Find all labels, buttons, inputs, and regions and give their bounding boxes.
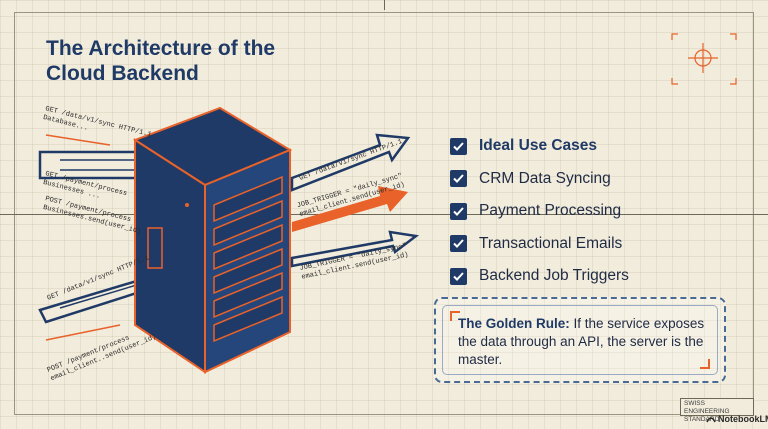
check-icon [450,202,467,220]
orange-guide-bottom [45,324,121,341]
orange-guide-top [45,134,111,146]
page-title: The Architecture of the Cloud Backend [46,36,346,86]
title-line-2: Cloud Backend [46,62,199,85]
check-label: CRM Data Syncing [479,169,611,187]
check-item-backend-job-triggers: Backend Job Triggers [450,260,629,293]
check-label: Payment Processing [479,202,622,220]
golden-rule-box: The Golden Rule: If the service exposes … [434,297,726,383]
brand-name: NotebookLM [718,414,768,424]
stamp-line-2: STANDARD [684,416,720,423]
server-icon [132,106,293,374]
check-icon [450,235,467,253]
center-tick-top [384,0,385,10]
check-label: Backend Job Triggers [479,267,629,285]
check-label: Ideal Use Cases [479,137,598,155]
code-line: email_client..send(user_id) [49,333,157,383]
engineering-stamp: SWISS ENGINEERING STANDARD [680,398,754,423]
check-item-transactional-emails: Transactional Emails [450,228,629,261]
outgoing-arrow-bottom [290,230,420,268]
check-label: Transactional Emails [479,234,623,252]
corner-bracket-icon [700,359,710,369]
crosshair-icon [688,43,718,73]
check-item-crm-data-syncing: CRM Data Syncing [450,163,629,196]
notebooklm-icon [706,417,716,423]
title-line-1: The Architecture of the [46,37,276,60]
check-icon [450,170,467,188]
corner-bracket-icon [450,311,460,321]
use-case-checklist: Ideal Use Cases CRM Data Syncing Payment… [450,130,629,293]
check-item-ideal-use-cases: Ideal Use Cases [450,130,629,163]
check-item-payment-processing: Payment Processing [450,195,629,228]
corner-marks [671,33,737,85]
golden-rule-body: If the service exposes the data through … [458,316,705,367]
blueprint-frame [14,12,754,415]
check-icon [450,267,467,285]
outgoing-arrow-top [290,133,411,192]
golden-rule-text: The Golden Rule: If the service exposes … [458,315,716,369]
golden-rule-heading: The Golden Rule: [458,316,570,331]
brand-watermark: NotebookLM [706,414,768,424]
check-icon [450,137,467,155]
golden-rule-inner-border [442,305,718,375]
center-guide-horizontal [0,214,768,215]
outgoing-arrow-middle [292,186,408,232]
stamp-line-1: SWISS ENGINEERING [684,400,730,415]
